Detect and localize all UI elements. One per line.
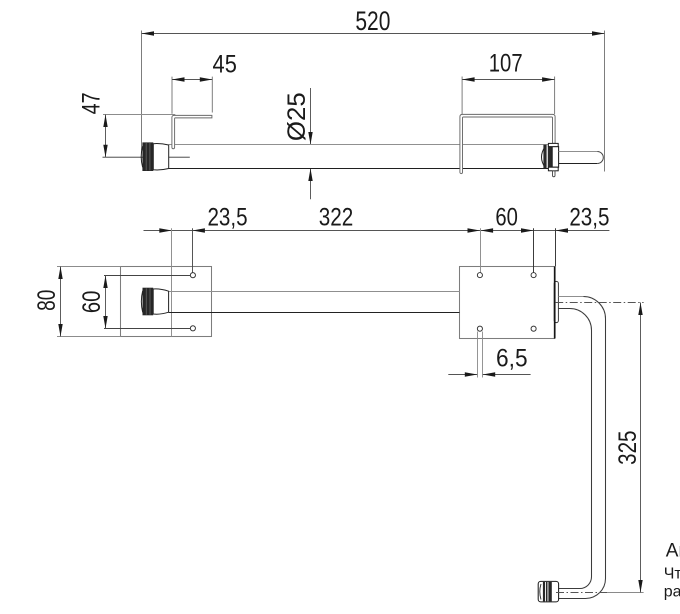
svg-text:60: 60 — [78, 291, 106, 314]
svg-text:Что: Что — [664, 565, 680, 582]
svg-text:6,5: 6,5 — [496, 344, 528, 372]
svg-text:322: 322 — [319, 203, 354, 231]
svg-text:325: 325 — [614, 431, 642, 465]
svg-text:45: 45 — [213, 51, 237, 79]
svg-text:47: 47 — [77, 92, 105, 114]
svg-text:107: 107 — [489, 49, 523, 77]
svg-text:60: 60 — [495, 203, 518, 231]
svg-text:23,5: 23,5 — [569, 203, 609, 231]
svg-text:23,5: 23,5 — [207, 203, 247, 231]
svg-text:Ø25: Ø25 — [283, 92, 311, 141]
svg-text:80: 80 — [33, 290, 61, 311]
svg-text:520: 520 — [355, 6, 390, 36]
svg-text:Апте: Апте — [666, 540, 680, 561]
svg-text:разм: разм — [664, 584, 680, 601]
